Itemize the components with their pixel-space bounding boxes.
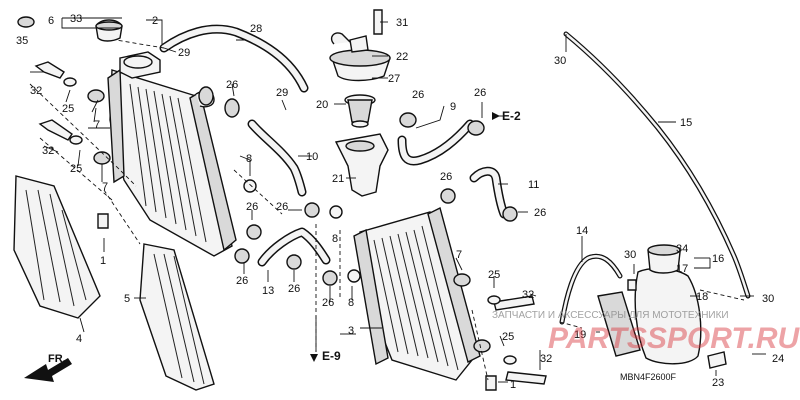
hose-9[interactable] (397, 119, 475, 166)
callout-2: 2 (152, 15, 158, 27)
callout-25-a: 25 (62, 103, 74, 115)
callout-8-b: 8 (332, 233, 338, 245)
callout-19: 19 (574, 329, 586, 341)
callout-26-b: 26 (246, 201, 258, 213)
callout-32-b: 32 (42, 145, 54, 157)
callout-32-d: 32 (540, 353, 552, 365)
reserve-tank[interactable] (597, 244, 702, 365)
callout-7-b: 7 (102, 181, 108, 193)
tube-14[interactable] (559, 253, 623, 325)
left-radiator[interactable] (107, 51, 237, 257)
hose-28[interactable] (159, 24, 309, 93)
leader-lines (30, 17, 766, 383)
callout-26-f: 26 (322, 297, 334, 309)
callout-9: 9 (450, 101, 456, 113)
callout-labels: 1 1 2 3 4 5 6 7 7 7 8 8 8 9 10 11 13 14 … (16, 13, 784, 391)
diagram-code: MBN4F2600F (620, 372, 677, 382)
callout-29-a: 29 (178, 47, 190, 59)
hose-clamps (198, 86, 518, 286)
callout-30-b: 30 (624, 249, 636, 261)
callout-28: 28 (250, 23, 262, 35)
callout-23: 23 (712, 377, 724, 389)
watermark-tagline: ЗАПЧАСТИ И АКСЕССУАРЫ ДЛЯ МОТОТЕХНИКИ (492, 310, 729, 321)
callout-25-c: 25 (488, 269, 500, 281)
callout-27: 27 (388, 73, 400, 85)
callout-11: 11 (528, 179, 539, 191)
callout-21: 21 (332, 173, 344, 185)
thermostat-housing[interactable] (334, 133, 389, 197)
callout-25-d: 25 (502, 331, 514, 343)
callout-25-b: 25 (70, 163, 82, 175)
callout-34: 34 (676, 243, 688, 255)
reference-markers: E-2 E-9 FR. (48, 109, 521, 365)
callout-8-a: 8 (246, 153, 252, 165)
radiator-grille-right[interactable] (139, 243, 215, 391)
radiator-cap[interactable] (95, 19, 123, 42)
callout-1-b: 1 (510, 379, 516, 391)
callout-26-i: 26 (440, 171, 452, 183)
callout-14: 14 (576, 225, 588, 237)
callout-7-a: 7 (94, 119, 100, 131)
bolts (34, 9, 547, 385)
callout-29-b: 29 (276, 87, 288, 99)
callout-26-h: 26 (474, 87, 486, 99)
hose-13[interactable] (257, 227, 331, 267)
reference-e9: E-9 (322, 349, 341, 363)
front-direction-arrow (24, 358, 72, 382)
callout-31: 31 (396, 17, 408, 29)
callout-26-a: 26 (226, 79, 238, 91)
front-label: FR. (48, 353, 66, 365)
callout-6: 6 (48, 15, 54, 27)
callout-5: 5 (124, 293, 130, 305)
callout-22: 22 (396, 51, 408, 63)
callout-33: 33 (70, 13, 82, 25)
callout-26-j: 26 (534, 207, 546, 219)
reference-e2: E-2 (502, 109, 521, 123)
callout-35: 35 (16, 35, 28, 47)
callout-26-g: 26 (412, 89, 424, 101)
thermostat[interactable] (344, 94, 376, 128)
callout-16: 16 (712, 253, 724, 265)
grommets (87, 89, 491, 353)
callout-17: 17 (676, 263, 688, 275)
hose-11[interactable] (469, 166, 509, 219)
clips (97, 213, 727, 391)
callout-24: 24 (772, 353, 784, 365)
right-radiator[interactable] (353, 206, 481, 381)
callout-8-c: 8 (348, 297, 354, 309)
callout-7-c: 7 (456, 249, 462, 261)
callout-15: 15 (680, 117, 692, 129)
callout-30-a: 30 (554, 55, 566, 67)
callout-3: 3 (348, 325, 354, 337)
callout-26-c: 26 (276, 201, 288, 213)
callout-26-d: 26 (236, 275, 248, 287)
callout-1-a: 1 (100, 255, 106, 267)
radiator-grille-left[interactable] (13, 175, 101, 319)
callout-10: 10 (306, 151, 318, 163)
callout-26-e: 26 (288, 283, 300, 295)
drain-bolt-35[interactable] (17, 16, 35, 28)
callout-13: 13 (262, 285, 274, 297)
watermark-brand: PARTSSPORT.RU (548, 322, 800, 355)
callout-18: 18 (696, 291, 708, 303)
callout-32-c: 32 (522, 289, 534, 301)
callout-30-c: 30 (762, 293, 774, 305)
hose-10[interactable] (247, 119, 307, 197)
callout-32-a: 32 (30, 85, 42, 97)
overflow-tube-15[interactable] (563, 31, 751, 299)
callout-4: 4 (76, 333, 82, 345)
watermark: PARTSSPORT.RU ЗАПЧАСТИ И АКСЕССУАРЫ ДЛЯ … (492, 310, 800, 355)
callout-20: 20 (316, 99, 328, 111)
thermostat-housing-cover[interactable] (329, 32, 391, 82)
washers (63, 77, 517, 365)
